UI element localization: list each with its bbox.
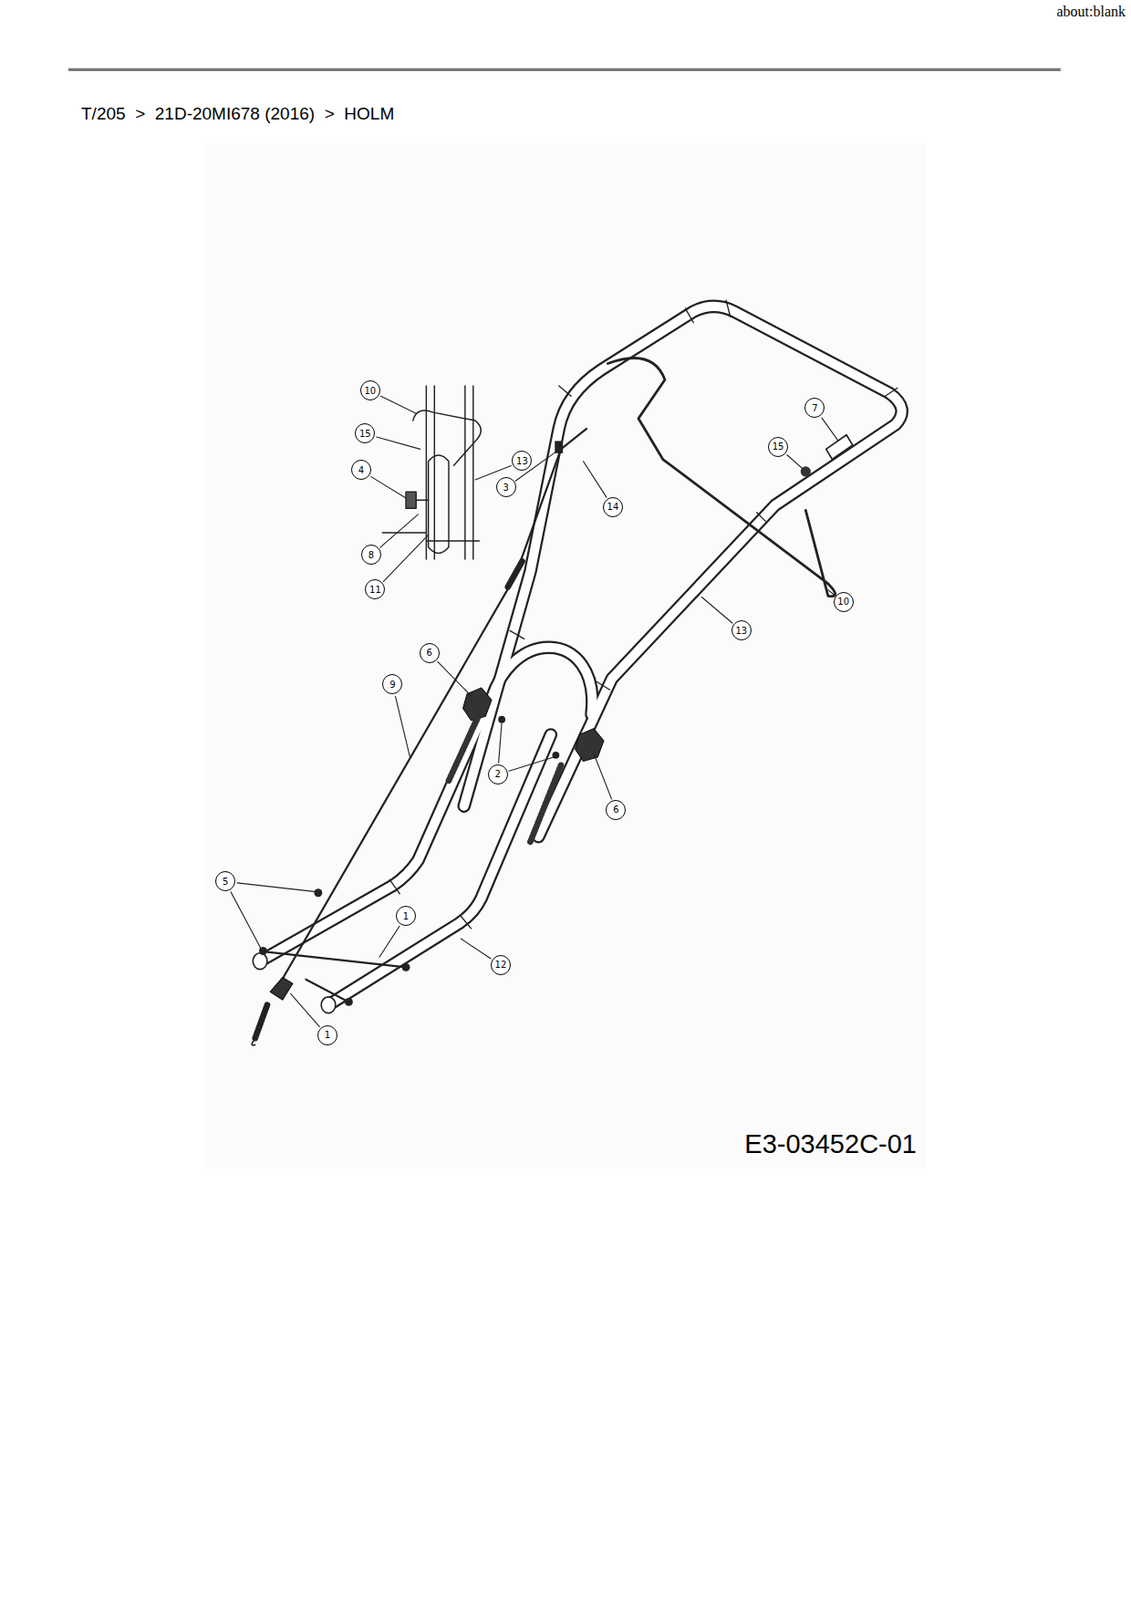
callout-number: 6 xyxy=(605,799,626,820)
callout-number: 15 xyxy=(767,436,789,457)
leader-line xyxy=(460,938,491,959)
breadcrumb-title: T/205 > 21D-20MI678 (2016) > HOLM xyxy=(81,103,395,125)
leader-line xyxy=(379,925,400,957)
leader-line xyxy=(383,534,428,582)
nut xyxy=(344,997,353,1007)
leader-line xyxy=(380,514,419,548)
cable xyxy=(277,428,587,988)
tube-core xyxy=(259,306,903,1006)
callout-number: 11 xyxy=(364,579,385,600)
callout-number: 12 xyxy=(490,954,511,976)
leader-line xyxy=(787,455,804,470)
leader-line xyxy=(583,461,607,498)
cable-clip xyxy=(269,977,293,1001)
leader-line xyxy=(437,661,473,697)
drawing-ground xyxy=(204,143,927,1169)
bolt xyxy=(448,714,480,781)
callout-number: 13 xyxy=(511,450,532,471)
knob xyxy=(575,728,604,762)
bolt-head xyxy=(498,715,506,724)
bail xyxy=(607,357,835,596)
lever xyxy=(826,435,853,460)
callout-number: 7 xyxy=(804,397,825,418)
callout-number: 13 xyxy=(731,620,752,641)
cable-sleeve xyxy=(508,560,523,587)
callout-number: 8 xyxy=(361,544,382,565)
callout-number: 10 xyxy=(833,591,854,613)
leader-line xyxy=(237,882,317,893)
callout-number: 5 xyxy=(215,871,236,892)
leader-line xyxy=(498,722,502,763)
spring-hook xyxy=(251,1038,255,1046)
callout-number: 2 xyxy=(487,764,509,785)
leader-line xyxy=(508,757,554,771)
tube-joints xyxy=(389,300,898,929)
header-rule xyxy=(68,68,1061,72)
leader-line xyxy=(395,695,411,758)
leader-line xyxy=(821,417,839,441)
callout-number: 1 xyxy=(317,1025,338,1046)
leader-line xyxy=(828,590,835,595)
drawing-code: E3-03452C-01 xyxy=(744,1129,917,1160)
spring xyxy=(255,1005,268,1039)
rod xyxy=(305,979,349,1003)
bolt xyxy=(529,765,561,842)
leader-line xyxy=(701,596,733,623)
nut xyxy=(402,963,411,972)
callout-number: 6 xyxy=(419,643,440,664)
leader-line xyxy=(230,892,261,949)
tube-end xyxy=(321,996,336,1014)
rod xyxy=(267,952,406,968)
page-url: about:blank xyxy=(1056,3,1126,21)
tube-outline xyxy=(259,306,903,1006)
callout-number: 15 xyxy=(354,423,375,444)
callout-number: 4 xyxy=(351,459,372,480)
nut xyxy=(313,888,322,897)
leader-line xyxy=(381,395,417,414)
leader-line xyxy=(376,436,421,449)
leader-line xyxy=(593,753,613,800)
callout-number: 1 xyxy=(395,905,416,926)
leader-line xyxy=(371,477,406,499)
callout-number: 14 xyxy=(602,497,623,518)
tube-end xyxy=(252,953,268,970)
callout-number: 10 xyxy=(360,380,381,401)
leader-line xyxy=(290,993,321,1027)
callout-number: 9 xyxy=(382,674,403,695)
callout-number: 3 xyxy=(496,477,517,498)
